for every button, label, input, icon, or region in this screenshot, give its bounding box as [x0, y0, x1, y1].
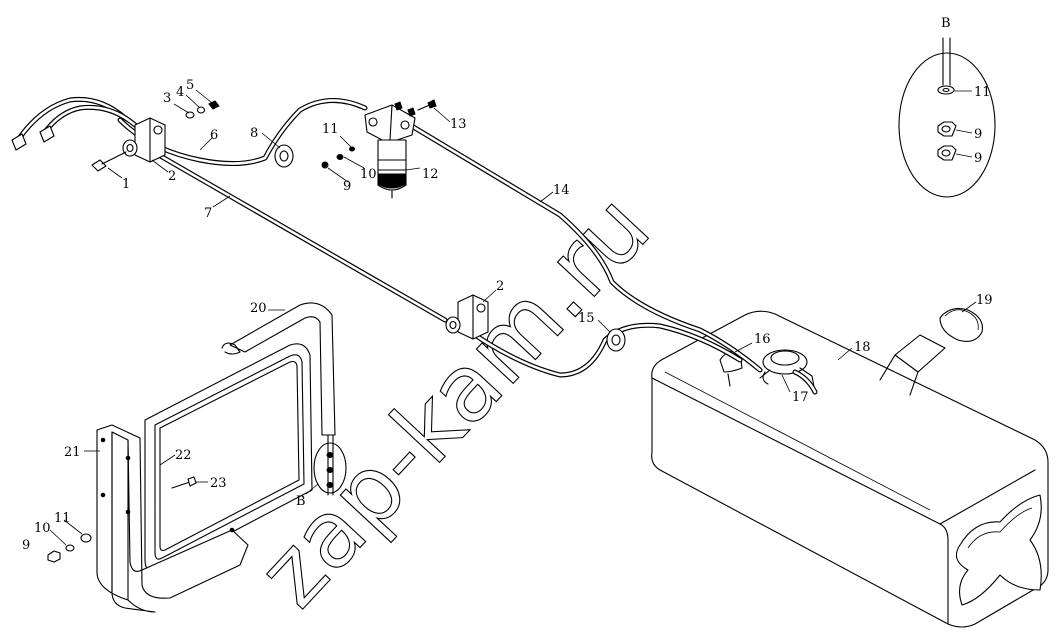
detail-view-title: B [941, 16, 951, 31]
callout-16: 16 [754, 332, 771, 347]
callout-23: 23 [210, 476, 227, 491]
callout-10-filter: 10 [360, 167, 377, 182]
bracket-21 [96, 424, 249, 613]
callout-b-ref: B [296, 494, 306, 509]
callout-11-strap: 11 [54, 511, 71, 526]
detail-view-b [898, 37, 996, 198]
callout-13: 13 [450, 117, 467, 132]
detail-ref-b [313, 434, 347, 496]
bolt-23 [171, 476, 197, 489]
callout-8: 8 [250, 126, 258, 141]
clamp-block-upper [122, 117, 166, 163]
callout-20: 20 [250, 301, 267, 316]
grommet-8 [274, 144, 294, 168]
callout-2-lower: 2 [496, 279, 504, 294]
callout-7: 7 [204, 206, 212, 221]
callout-9-filter: 9 [343, 179, 351, 194]
callout-19: 19 [976, 293, 993, 308]
callout-1: 1 [122, 177, 130, 192]
fasteners-3-4-5 [185, 100, 220, 119]
frame-22 [144, 343, 313, 572]
callout-4: 4 [176, 85, 184, 100]
callout-3: 3 [163, 91, 171, 106]
grommet-15 [606, 328, 626, 352]
callout-12: 12 [422, 167, 439, 182]
callout-6: 6 [210, 128, 218, 143]
callout-labels: 1 2 3 4 5 6 7 8 11 9 10 12 13 14 2 15 16… [22, 16, 993, 553]
leader-lines [49, 89, 977, 546]
callout-9-strap: 9 [22, 538, 30, 553]
callout-2-upper: 2 [168, 169, 176, 184]
callout-9-detail-lower: 9 [974, 151, 982, 166]
bolt-13 [417, 99, 437, 111]
tank-strap-20 [221, 302, 336, 436]
callout-15: 15 [578, 311, 595, 326]
callout-17: 17 [792, 390, 809, 405]
callout-9-detail-upper: 9 [974, 127, 982, 142]
callout-14: 14 [553, 183, 570, 198]
fuel-tank [651, 308, 1049, 628]
callout-21: 21 [64, 445, 81, 460]
callout-22: 22 [175, 448, 192, 463]
clamp-block-lower [445, 294, 489, 340]
fuel-filter [364, 101, 416, 199]
strap-fasteners [47, 533, 92, 563]
callout-11-filter: 11 [322, 122, 339, 137]
callout-10-strap: 10 [34, 521, 51, 536]
callout-5: 5 [186, 78, 194, 93]
fuel-lines [11, 96, 818, 395]
callout-11-detail: 11 [974, 85, 991, 100]
callout-18: 18 [854, 340, 871, 355]
filter-fasteners [321, 146, 355, 169]
bolt-1 [91, 151, 127, 172]
